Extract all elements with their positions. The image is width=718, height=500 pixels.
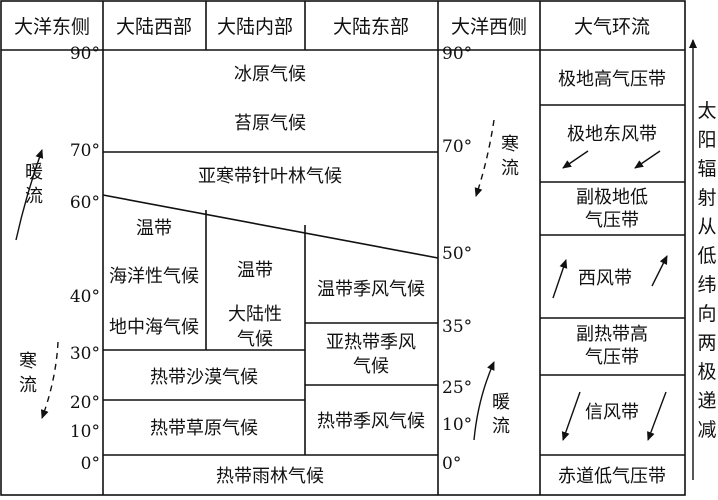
climate-tropical-savanna: 热带草原气候 [150,418,258,439]
right-latitude-label: 10° [442,415,472,435]
right-latitude-label: 90° [442,44,472,64]
solar-radiation-note-char: 向 [697,303,716,325]
equatorial-low-pressure-belt: 赤道低气压带 [558,466,666,487]
left-latitude-label: 20° [70,393,100,413]
left-latitude-labels: 90° 70° 60° 40° 30° 20° 10° 0° [70,44,100,474]
climate-temperate-monsoon: 温带季风气候 [317,279,425,300]
circulation-grid [540,104,685,456]
right-ocean-currents: 寒 流 暖 流 [473,119,519,441]
solar-radiation-note-char: 减 [697,419,716,441]
left-latitude-label: 40° [70,287,100,307]
polar-high-pressure-belt: 极地高气压带 [558,69,666,90]
right-warm-current-arrow [473,361,495,441]
left-latitude-label: 0° [81,454,100,474]
westerly-wind-arrow [651,255,668,287]
left-ocean-currents: 暖 流 寒 流 [15,149,59,419]
climate-tundra: 苔原气候 [234,113,306,134]
solar-radiation-note-char: 低 [697,245,716,267]
solar-radiation-note-char: 射 [697,187,716,209]
left-warm-current-char2: 流 [25,186,43,207]
polar-easterlies-belt: 极地东风带 [567,124,657,145]
subpolar-low-line2: 气压带 [585,210,639,231]
climate-mediterranean: 地中海气候 [109,317,199,338]
solar-radiation-note-char: 阳 [697,129,716,151]
left-cold-current-char2: 流 [19,375,37,396]
trade-wind-arrow [561,391,581,441]
left-cold-current-arrow [41,341,59,419]
solar-radiation-note-char: 辐 [697,158,716,180]
subtropical-high-line2: 气压带 [585,347,639,368]
left-latitude-label: 30° [70,344,100,364]
solar-radiation-note-char: 纬 [697,274,716,296]
climate-ice-cap: 冰原气候 [234,64,306,85]
polar-easterly-wind-arrow [562,150,589,169]
left-warm-current-arrow [15,149,44,241]
climate-subarctic: 亚寒带针叶林气候 [198,166,342,187]
solar-radiation-note-char: 递 [697,390,716,412]
solar-radiation-note-char: 两 [697,332,716,354]
right-warm-current-char2: 流 [492,416,510,437]
climate-tropical-desert: 热带沙漠气候 [150,367,258,388]
right-cold-current-char1: 寒 [501,134,519,155]
solar-radiation-note-char: 太 [697,100,716,122]
climate-tropical-monsoon: 热带季风气候 [317,411,425,432]
subpolar-low-line1: 副极地低 [576,187,648,208]
left-warm-current-char1: 暖 [25,162,43,183]
header-continent-west: 大陆西部 [116,16,192,38]
header-ocean-west: 大洋西侧 [451,16,527,38]
right-latitude-label: 25° [442,378,472,398]
header-ocean-east: 大洋东侧 [14,16,90,38]
frame [0,0,686,496]
continent-grid [102,151,439,456]
climate-temperate-maritime: 海洋性气候 [109,266,199,287]
left-latitude-label: 90° [70,44,100,64]
pressure-wind-belts: 极地高气压带 极地东风带 副极地低 气压带 西风带 副热带高 气压带 信风带 赤… [552,69,668,487]
westerlies-belt: 西风带 [578,268,632,289]
right-warm-current-char1: 暖 [492,392,510,413]
climate-continental-line1: 大陆性 [228,304,282,325]
polar-easterly-wind-arrow [634,150,661,169]
climate-labels: 冰原气候 苔原气候 亚寒带针叶林气候 温带 海洋性气候 地中海气候 温带 大陆性… [109,64,425,487]
climate-subtropical-monsoon-line1: 亚热带季风 [326,332,416,353]
trade-wind-arrow [647,391,667,441]
header-atmospheric-circulation: 大气环流 [574,16,650,38]
solar-radiation-note-char: 极 [697,361,716,383]
header-continent-inner: 大陆内部 [217,16,293,38]
right-latitude-label: 50° [442,244,472,264]
climate-temperate-west-label: 温带 [136,218,172,239]
right-latitude-label: 0° [442,454,461,474]
right-latitude-labels: 90° 70° 50° 35° 25° 10° 0° [442,44,472,474]
right-latitude-label: 35° [442,317,472,337]
westerly-wind-arrow [552,259,568,299]
climate-tropical-rainforest: 热带雨林气候 [216,466,324,487]
subtropical-high-line1: 副热带高 [576,324,648,345]
header-row: 大洋东侧 大陆西部 大陆内部 大陆东部 大洋西侧 大气环流 [14,16,650,38]
climate-temperate-inner-label: 温带 [237,260,273,281]
header-continent-east: 大陆东部 [333,16,409,38]
left-latitude-label: 10° [70,422,100,442]
climate-continental-line2: 气候 [237,329,273,350]
left-latitude-label: 70° [70,141,100,161]
solar-radiation-note-char: 从 [697,216,716,238]
right-cold-current-arrow [474,119,495,197]
left-latitude-label: 60° [70,193,100,213]
trade-winds-belt: 信风带 [585,402,639,423]
climate-subtropical-monsoon-line2: 气候 [353,356,389,377]
right-cold-current-char2: 流 [501,158,519,179]
right-latitude-label: 70° [442,137,472,157]
left-cold-current-char1: 寒 [19,351,37,372]
